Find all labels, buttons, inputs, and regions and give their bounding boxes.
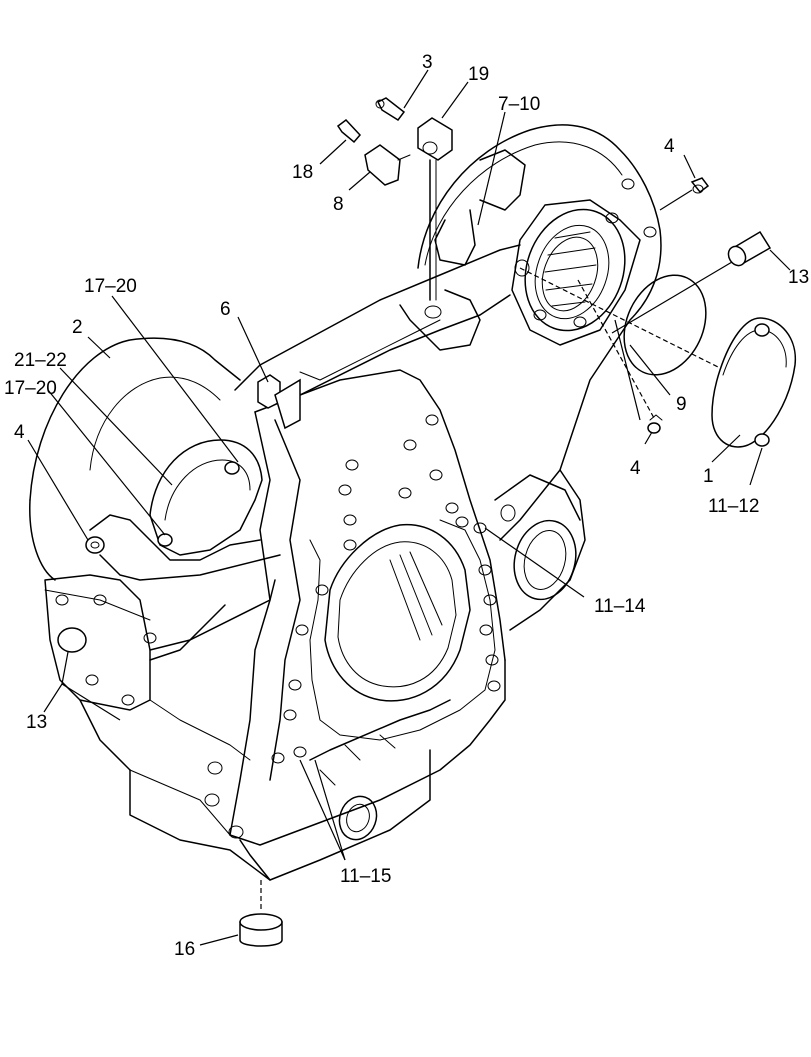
gear-housing — [29, 124, 662, 881]
callout-4-mid: 4 — [630, 458, 641, 479]
bolt-17-20-a — [224, 461, 240, 475]
fitting-left-4 — [85, 536, 105, 554]
callout-7-10: 7–10 — [498, 94, 540, 115]
callout-labels: 3 19 7–10 18 8 4 13 17–20 2 6 21–22 17–2… — [4, 52, 809, 960]
callout-18: 18 — [292, 162, 313, 183]
tube — [424, 159, 442, 319]
callout-21-22: 21–22 — [14, 350, 67, 371]
screw-4-mid — [647, 414, 663, 434]
oring-9 — [623, 274, 707, 376]
fitting-3 — [375, 97, 406, 122]
callout-11-12: 11–12 — [708, 496, 759, 517]
callout-19: 19 — [468, 64, 489, 85]
fitting-6 — [257, 374, 301, 430]
plug-13-top — [727, 230, 772, 267]
callout-17-20-lower: 17–20 — [4, 378, 57, 399]
callout-9: 9 — [676, 394, 687, 415]
fitting-8 — [364, 144, 411, 186]
callout-4-top: 4 — [664, 136, 675, 157]
callout-3: 3 — [422, 52, 433, 73]
bolt-holes — [55, 178, 657, 839]
callout-11-14: 11–14 — [594, 596, 646, 617]
cover-1 — [711, 317, 796, 448]
callout-4-left: 4 — [14, 422, 25, 443]
callout-16: 16 — [174, 939, 195, 960]
fitting-18 — [336, 118, 362, 144]
fitting-19 — [417, 117, 453, 161]
callout-17-20-upper: 17–20 — [84, 276, 137, 297]
leader-lines — [27, 69, 791, 946]
callout-8: 8 — [333, 194, 344, 215]
callout-11-15: 11–15 — [340, 866, 391, 887]
callout-13-left: 13 — [26, 712, 47, 733]
bolt-17-20-b — [157, 533, 173, 547]
callout-13-top: 13 — [788, 267, 809, 288]
callout-1: 1 — [703, 466, 714, 487]
plug-13-left — [57, 627, 87, 653]
screw-4-top — [690, 177, 710, 194]
callout-2: 2 — [72, 317, 83, 338]
plug-16 — [239, 913, 283, 947]
callout-6: 6 — [220, 299, 231, 320]
